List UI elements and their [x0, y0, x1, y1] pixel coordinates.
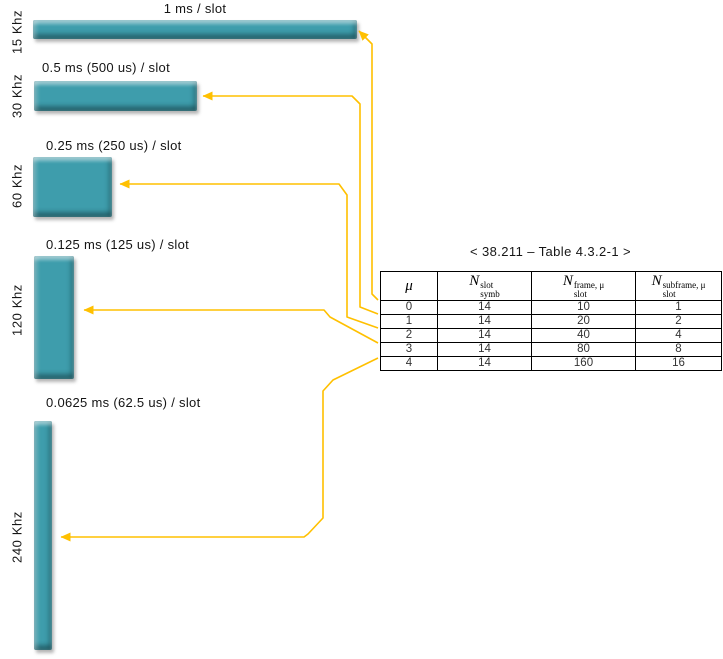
table-cell: 1: [380, 313, 438, 329]
table-cell: 4: [635, 327, 722, 343]
table-cell: 160: [531, 355, 636, 371]
freq-label-240khz: 240 Khz: [9, 511, 25, 563]
table-cell: 14: [437, 341, 532, 357]
table-cell: 14: [437, 355, 532, 371]
table-row: 1 14 20 2: [380, 313, 722, 329]
table-cell: 0: [380, 299, 438, 315]
duration-label-120khz: 0.125 ms (125 us) / slot: [46, 237, 190, 252]
table-cell: 3: [380, 341, 438, 357]
table-cell: 4: [380, 355, 438, 371]
table-cell: 14: [437, 299, 532, 315]
slot-bar-60khz: [33, 157, 112, 217]
table-cell: 10: [531, 299, 636, 315]
table-row: 2 14 40 4: [380, 327, 722, 343]
table-cell: 2: [635, 313, 722, 329]
freq-label-60khz: 60 Khz: [9, 163, 25, 209]
table-cell: 20: [531, 313, 636, 329]
duration-label-30khz: 0.5 ms (500 us) / slot: [42, 60, 170, 75]
table-caption: < 38.211 – Table 4.3.2-1 >: [470, 244, 631, 259]
table-row: 4 14 160 16: [380, 355, 722, 371]
freq-label-120khz: 120 Khz: [9, 284, 25, 336]
table-cell: 16: [635, 355, 722, 371]
connector-row0-to-15khz-bar: [358, 30, 379, 301]
duration-label-240khz: 0.0625 ms (62.5 us) / slot: [46, 395, 201, 410]
connector-row2-to-60khz-bar: [119, 179, 379, 329]
freq-label-15khz: 15 Khz: [9, 9, 25, 55]
slot-bar-30khz: [34, 81, 197, 111]
table-cell: 2: [380, 327, 438, 343]
slot-bar-120khz: [34, 256, 74, 379]
connector-row3-to-120khz-bar: [83, 305, 379, 344]
freq-label-30khz: 30 Khz: [9, 73, 25, 119]
table-cell: 1: [635, 299, 722, 315]
header-mu: μ: [380, 271, 438, 301]
table-cell: 14: [437, 313, 532, 329]
connector-row4-to-240khz-bar: [60, 357, 379, 542]
table-row: 3 14 80 8: [380, 341, 722, 357]
slot-bar-240khz: [34, 421, 52, 650]
table-cell: 80: [531, 341, 636, 357]
duration-label-15khz: 1 ms / slot: [163, 1, 227, 16]
duration-label-60khz: 0.25 ms (250 us) / slot: [46, 138, 182, 153]
table-cell: 14: [437, 327, 532, 343]
slot-bar-15khz: [33, 20, 357, 39]
table-cell: 40: [531, 327, 636, 343]
table-row: 0 14 10 1: [380, 299, 722, 315]
connector-row1-to-30khz-bar: [202, 91, 379, 315]
table-cell: 8: [635, 341, 722, 357]
